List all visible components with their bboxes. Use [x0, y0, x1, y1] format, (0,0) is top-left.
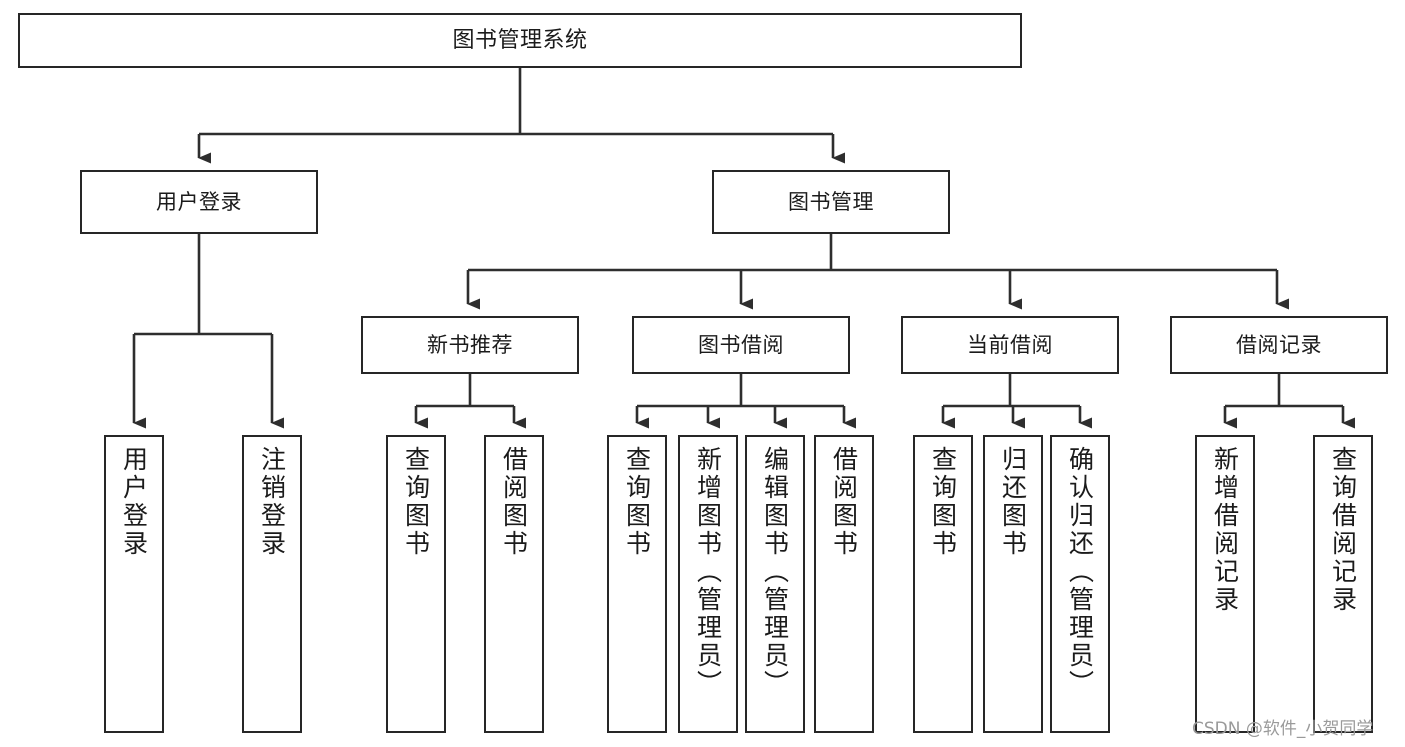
node-root-label: 图书管理系统	[452, 27, 588, 53]
node-leaf-add-book[interactable]: 新增图书（管理员）	[678, 435, 738, 733]
node-leaf-borrow-book-1-label: 借阅图书	[499, 446, 529, 558]
node-leaf-query-book-1[interactable]: 查询图书	[386, 435, 446, 733]
node-leaf-return-book[interactable]: 归还图书	[983, 435, 1043, 733]
node-borrow-record[interactable]: 借阅记录	[1170, 316, 1388, 374]
node-leaf-query-record-label: 查询借阅记录	[1328, 446, 1358, 614]
node-borrow-record-label: 借阅记录	[1236, 332, 1322, 357]
node-current-borrow-label: 当前借阅	[967, 332, 1053, 357]
node-leaf-borrow-book-2-label: 借阅图书	[829, 446, 859, 558]
node-leaf-add-book-label: 新增图书（管理员）	[693, 446, 723, 698]
node-book-borrow[interactable]: 图书借阅	[632, 316, 850, 374]
csdn-watermark: CSDN @软件_小贺同学	[1192, 719, 1374, 739]
node-leaf-add-record[interactable]: 新增借阅记录	[1195, 435, 1255, 733]
node-leaf-confirm-return-label: 确认归还（管理员）	[1065, 446, 1095, 698]
node-leaf-query-book-3-label: 查询图书	[928, 446, 958, 558]
node-leaf-return-book-label: 归还图书	[998, 446, 1028, 558]
node-new-book-recommend-label: 新书推荐	[427, 332, 513, 357]
node-leaf-add-record-label: 新增借阅记录	[1210, 446, 1240, 614]
node-book-manage-label: 图书管理	[788, 189, 874, 214]
node-book-manage[interactable]: 图书管理	[712, 170, 950, 234]
node-leaf-query-book-3[interactable]: 查询图书	[913, 435, 973, 733]
node-user-login-label: 用户登录	[156, 189, 242, 214]
node-leaf-edit-book[interactable]: 编辑图书（管理员）	[745, 435, 805, 733]
node-leaf-borrow-book-1[interactable]: 借阅图书	[484, 435, 544, 733]
node-root[interactable]: 图书管理系统	[18, 13, 1022, 68]
node-leaf-confirm-return[interactable]: 确认归还（管理员）	[1050, 435, 1110, 733]
node-leaf-query-book-2[interactable]: 查询图书	[607, 435, 667, 733]
node-leaf-query-book-1-label: 查询图书	[401, 446, 431, 558]
node-leaf-edit-book-label: 编辑图书（管理员）	[760, 446, 790, 698]
node-leaf-query-record[interactable]: 查询借阅记录	[1313, 435, 1373, 733]
node-new-book-recommend[interactable]: 新书推荐	[361, 316, 579, 374]
node-leaf-user-login[interactable]: 用户登录	[104, 435, 164, 733]
node-leaf-user-logout-label: 注销登录	[257, 446, 287, 558]
node-leaf-borrow-book-2[interactable]: 借阅图书	[814, 435, 874, 733]
node-user-login[interactable]: 用户登录	[80, 170, 318, 234]
node-leaf-query-book-2-label: 查询图书	[622, 446, 652, 558]
node-leaf-user-login-label: 用户登录	[119, 446, 149, 558]
node-current-borrow[interactable]: 当前借阅	[901, 316, 1119, 374]
node-leaf-user-logout[interactable]: 注销登录	[242, 435, 302, 733]
node-book-borrow-label: 图书借阅	[698, 332, 784, 357]
